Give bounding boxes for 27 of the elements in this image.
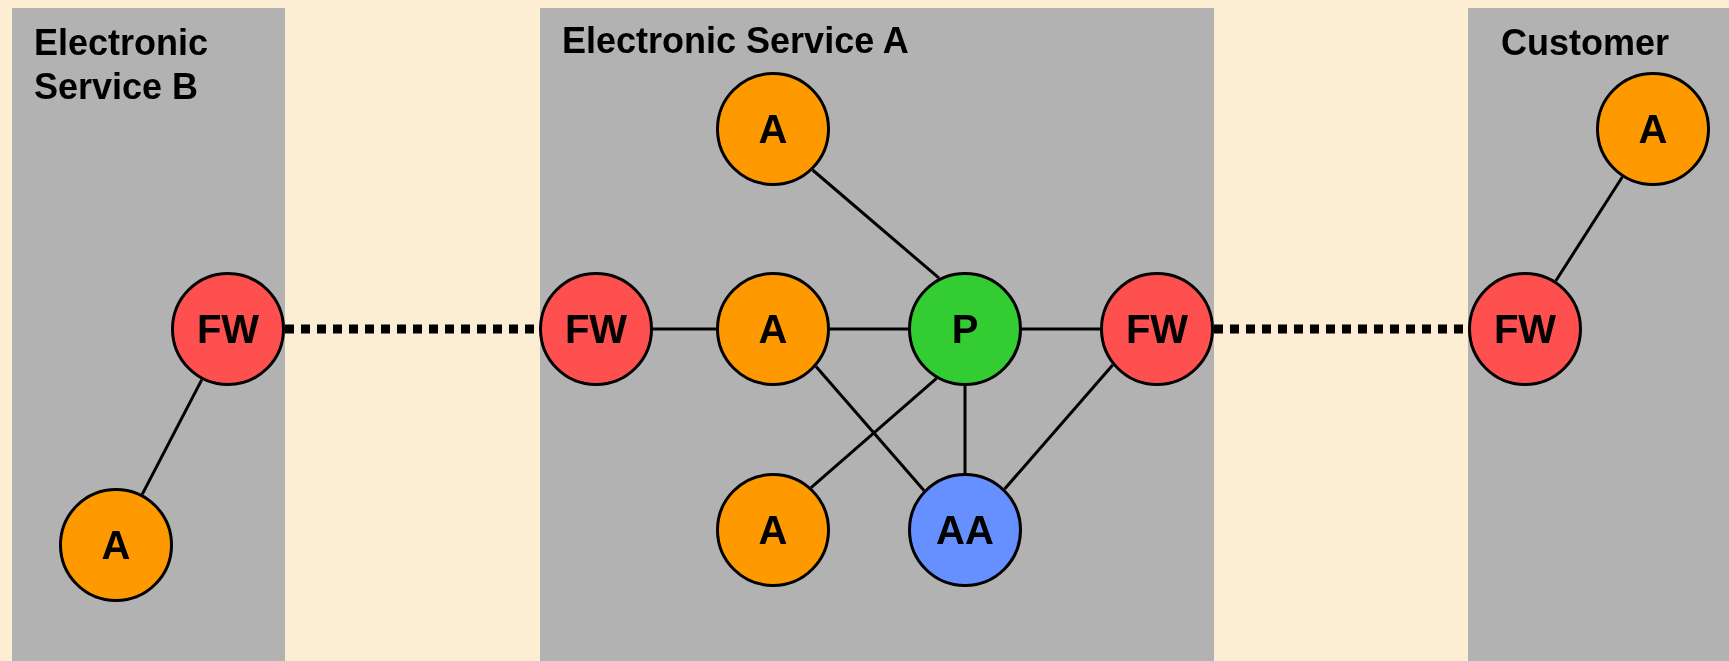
connector-line [1003,363,1114,490]
zone-panel [12,8,285,661]
node-label: AA [936,510,994,550]
node-label: P [951,309,979,349]
zone-title: Customer [1501,21,1670,65]
connector-line [140,378,204,496]
node-label: A [758,510,788,550]
connector-line [653,327,716,331]
node-label: A [758,109,788,149]
connector-line [830,327,908,331]
zone-title: Electronic Service A [562,19,909,63]
connector-line [810,377,938,489]
node-label: FW [1493,309,1557,349]
node-label: A [101,525,131,565]
node-label: FW [1125,309,1189,349]
connector-line [814,365,926,492]
node-label: FW [196,309,260,349]
node-label: A [1638,109,1668,149]
connector-line [1554,176,1624,282]
connector-line [1022,327,1100,331]
connector-line [811,168,941,280]
zone-panel [1468,8,1729,661]
zone-title: Electronic Service B [34,21,210,109]
node-label: FW [564,309,628,349]
connector-line [963,386,967,473]
node-label: A [758,309,788,349]
zone-panel [540,8,1214,661]
